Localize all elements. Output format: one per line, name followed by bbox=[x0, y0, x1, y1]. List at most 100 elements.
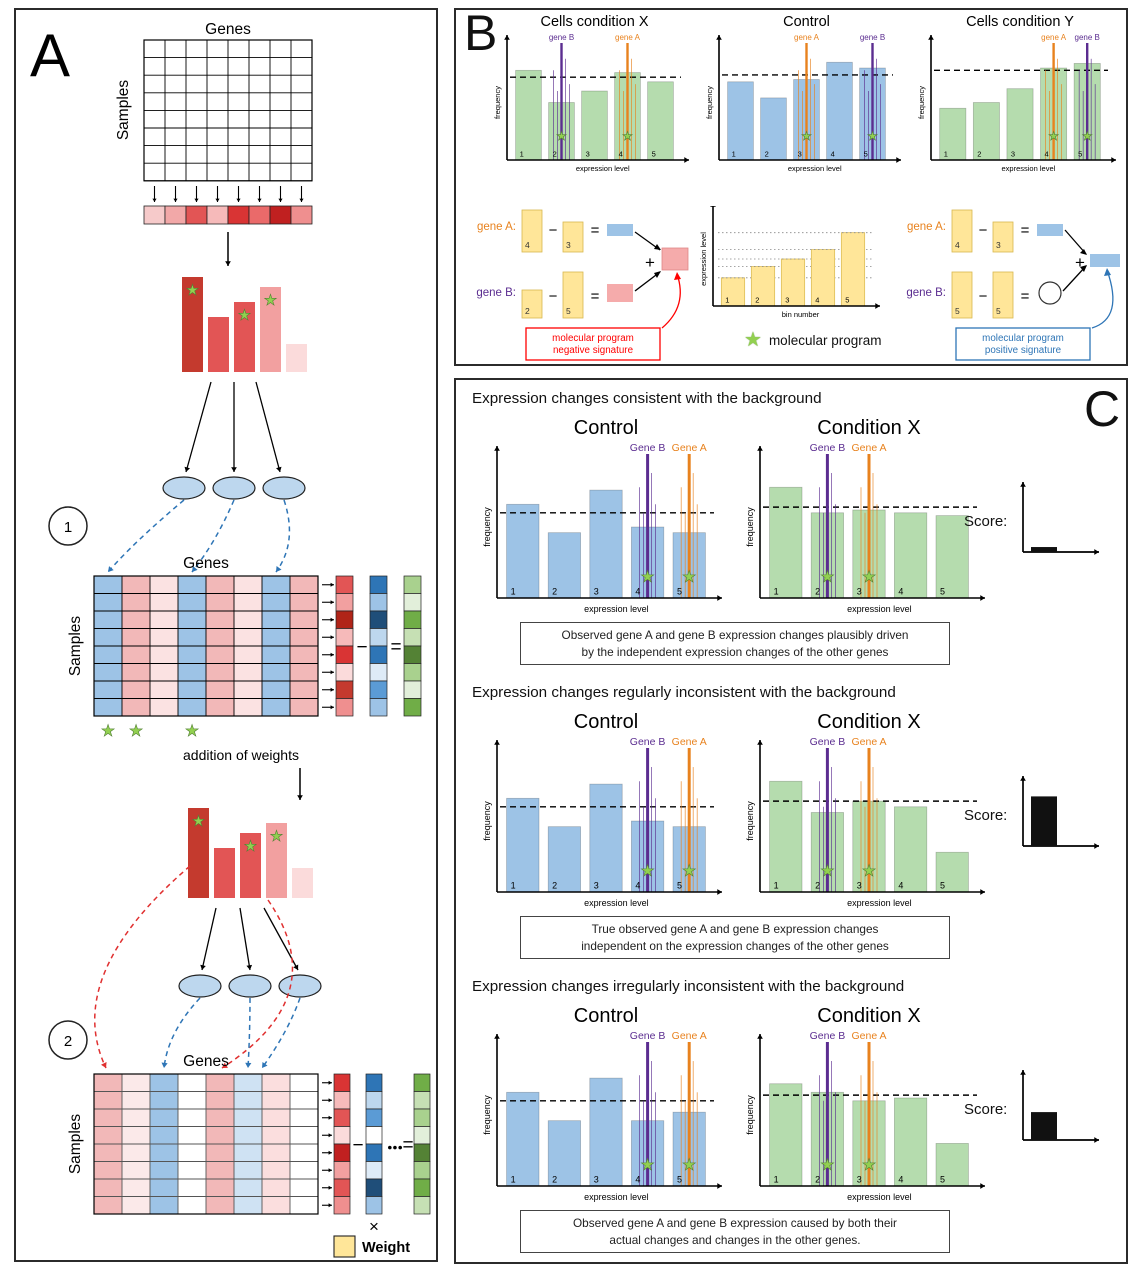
vector-cell bbox=[333, 1143, 351, 1162]
arrowhead bbox=[980, 889, 985, 895]
gene-a-label: gene A: bbox=[907, 221, 946, 233]
star-icon: ★ bbox=[192, 813, 205, 830]
addition-of-weights-label: addition of weights bbox=[183, 747, 299, 763]
bin-label: 4 bbox=[635, 881, 640, 891]
arrow bbox=[661, 273, 681, 329]
arrowhead bbox=[297, 795, 303, 800]
gene-b-label: gene B: bbox=[476, 287, 516, 299]
arrowhead bbox=[716, 35, 722, 40]
x-axis-label: expression level bbox=[584, 604, 649, 614]
gene-label: Gene B bbox=[810, 442, 846, 454]
gene-label: gene A bbox=[1041, 33, 1067, 42]
arrowhead bbox=[330, 600, 334, 605]
gene-a-minuend-value: 4 bbox=[525, 240, 530, 250]
vector-cell bbox=[335, 593, 354, 612]
bar bbox=[589, 489, 623, 599]
star-icon: ★ bbox=[801, 129, 812, 143]
positive-signature-line2: positive signature bbox=[985, 345, 1062, 356]
section-irregularly-inconsistent: Expression changes irregularly inconsist… bbox=[456, 974, 1126, 1264]
times-sign: × bbox=[369, 1217, 379, 1236]
arrowhead bbox=[330, 705, 334, 710]
arrowhead bbox=[276, 566, 282, 572]
arrowhead bbox=[494, 740, 500, 745]
gene-label: Gene B bbox=[630, 1030, 666, 1042]
arrow bbox=[191, 499, 235, 573]
step-circle bbox=[48, 1020, 88, 1060]
bar bbox=[589, 1077, 623, 1187]
arrowhead bbox=[928, 35, 934, 40]
score-label: Score: bbox=[964, 513, 1008, 530]
star-icon: ★ bbox=[622, 129, 633, 143]
bin-label: 1 bbox=[511, 587, 516, 597]
arrowhead bbox=[717, 595, 722, 601]
star-icon: ★ bbox=[744, 329, 762, 351]
gene-label: Gene A bbox=[672, 442, 707, 454]
gene-label: Gene B bbox=[810, 736, 846, 748]
score-widget: Score: bbox=[964, 474, 1104, 569]
y-axis-label: frequency bbox=[482, 507, 492, 547]
bar bbox=[894, 1097, 928, 1187]
arrowhead bbox=[246, 964, 253, 970]
score-axes bbox=[1020, 1070, 1100, 1143]
equals-sign: = bbox=[1021, 222, 1030, 239]
score-axes bbox=[1020, 482, 1100, 555]
gene-a-minuend-value: 4 bbox=[955, 240, 960, 250]
star-icon: ★ bbox=[862, 569, 876, 586]
x-axis-label: expression level bbox=[788, 164, 842, 173]
star-icon: ★ bbox=[820, 1157, 834, 1174]
vector-cell bbox=[365, 1161, 383, 1180]
vector-cell bbox=[403, 698, 422, 717]
bin-label: 4 bbox=[815, 296, 819, 305]
vector-cell bbox=[413, 1091, 431, 1110]
arrowhead bbox=[236, 198, 241, 202]
vector-cell bbox=[365, 1073, 383, 1092]
bin-label: 5 bbox=[1078, 150, 1082, 159]
chart-title: Condition X bbox=[817, 1005, 920, 1027]
bin-label: 3 bbox=[594, 1175, 599, 1185]
arrowhead bbox=[299, 198, 304, 202]
arrowhead bbox=[108, 566, 114, 572]
vector-cell bbox=[335, 628, 354, 647]
vector-cell bbox=[335, 645, 354, 664]
step-number: 2 bbox=[64, 1033, 72, 1050]
arrowhead bbox=[245, 1062, 252, 1068]
minus-sign: − bbox=[549, 222, 558, 239]
caption-line: independent on the expression changes of… bbox=[581, 938, 889, 953]
bar bbox=[727, 81, 754, 161]
y-axis-label: frequency bbox=[745, 1095, 755, 1135]
y-axis-label: frequency bbox=[745, 507, 755, 547]
gene-label: gene B bbox=[860, 33, 885, 42]
bin-label: 4 bbox=[898, 881, 903, 891]
bar bbox=[894, 512, 928, 599]
bar bbox=[506, 1091, 540, 1187]
bin-label: 1 bbox=[732, 150, 736, 159]
component-ellipse bbox=[162, 476, 206, 500]
gene-a-label: gene A: bbox=[477, 221, 516, 233]
x-axis-label: expression level bbox=[584, 1192, 649, 1202]
caption-line: Observed gene A and gene B expression ch… bbox=[561, 628, 909, 642]
bin-label: 5 bbox=[845, 296, 849, 305]
bin-label: 4 bbox=[635, 587, 640, 597]
bar bbox=[515, 69, 542, 161]
bin-label: 2 bbox=[815, 587, 820, 597]
expression-cell bbox=[248, 205, 271, 225]
vector-cell bbox=[403, 680, 422, 699]
gene-b-minuend-value: 2 bbox=[525, 306, 530, 316]
bin-label: 4 bbox=[619, 150, 623, 159]
vector-cell bbox=[333, 1178, 351, 1197]
arrowhead bbox=[1020, 1070, 1027, 1075]
gene-a-minuend-bar bbox=[951, 209, 973, 253]
positive-signature-box bbox=[955, 327, 1091, 361]
vector-cell bbox=[403, 628, 422, 647]
weight-swatch bbox=[333, 1235, 356, 1258]
gene-label: Gene B bbox=[810, 1030, 846, 1042]
bin-label: 3 bbox=[798, 150, 802, 159]
bar bbox=[292, 868, 313, 898]
bin-label: 1 bbox=[774, 1175, 779, 1185]
arrow bbox=[1064, 229, 1087, 255]
bar bbox=[234, 302, 255, 372]
gene-a-subtrahend-value: 3 bbox=[996, 240, 1001, 250]
molecular-program-legend: ★ molecular program bbox=[744, 330, 881, 350]
